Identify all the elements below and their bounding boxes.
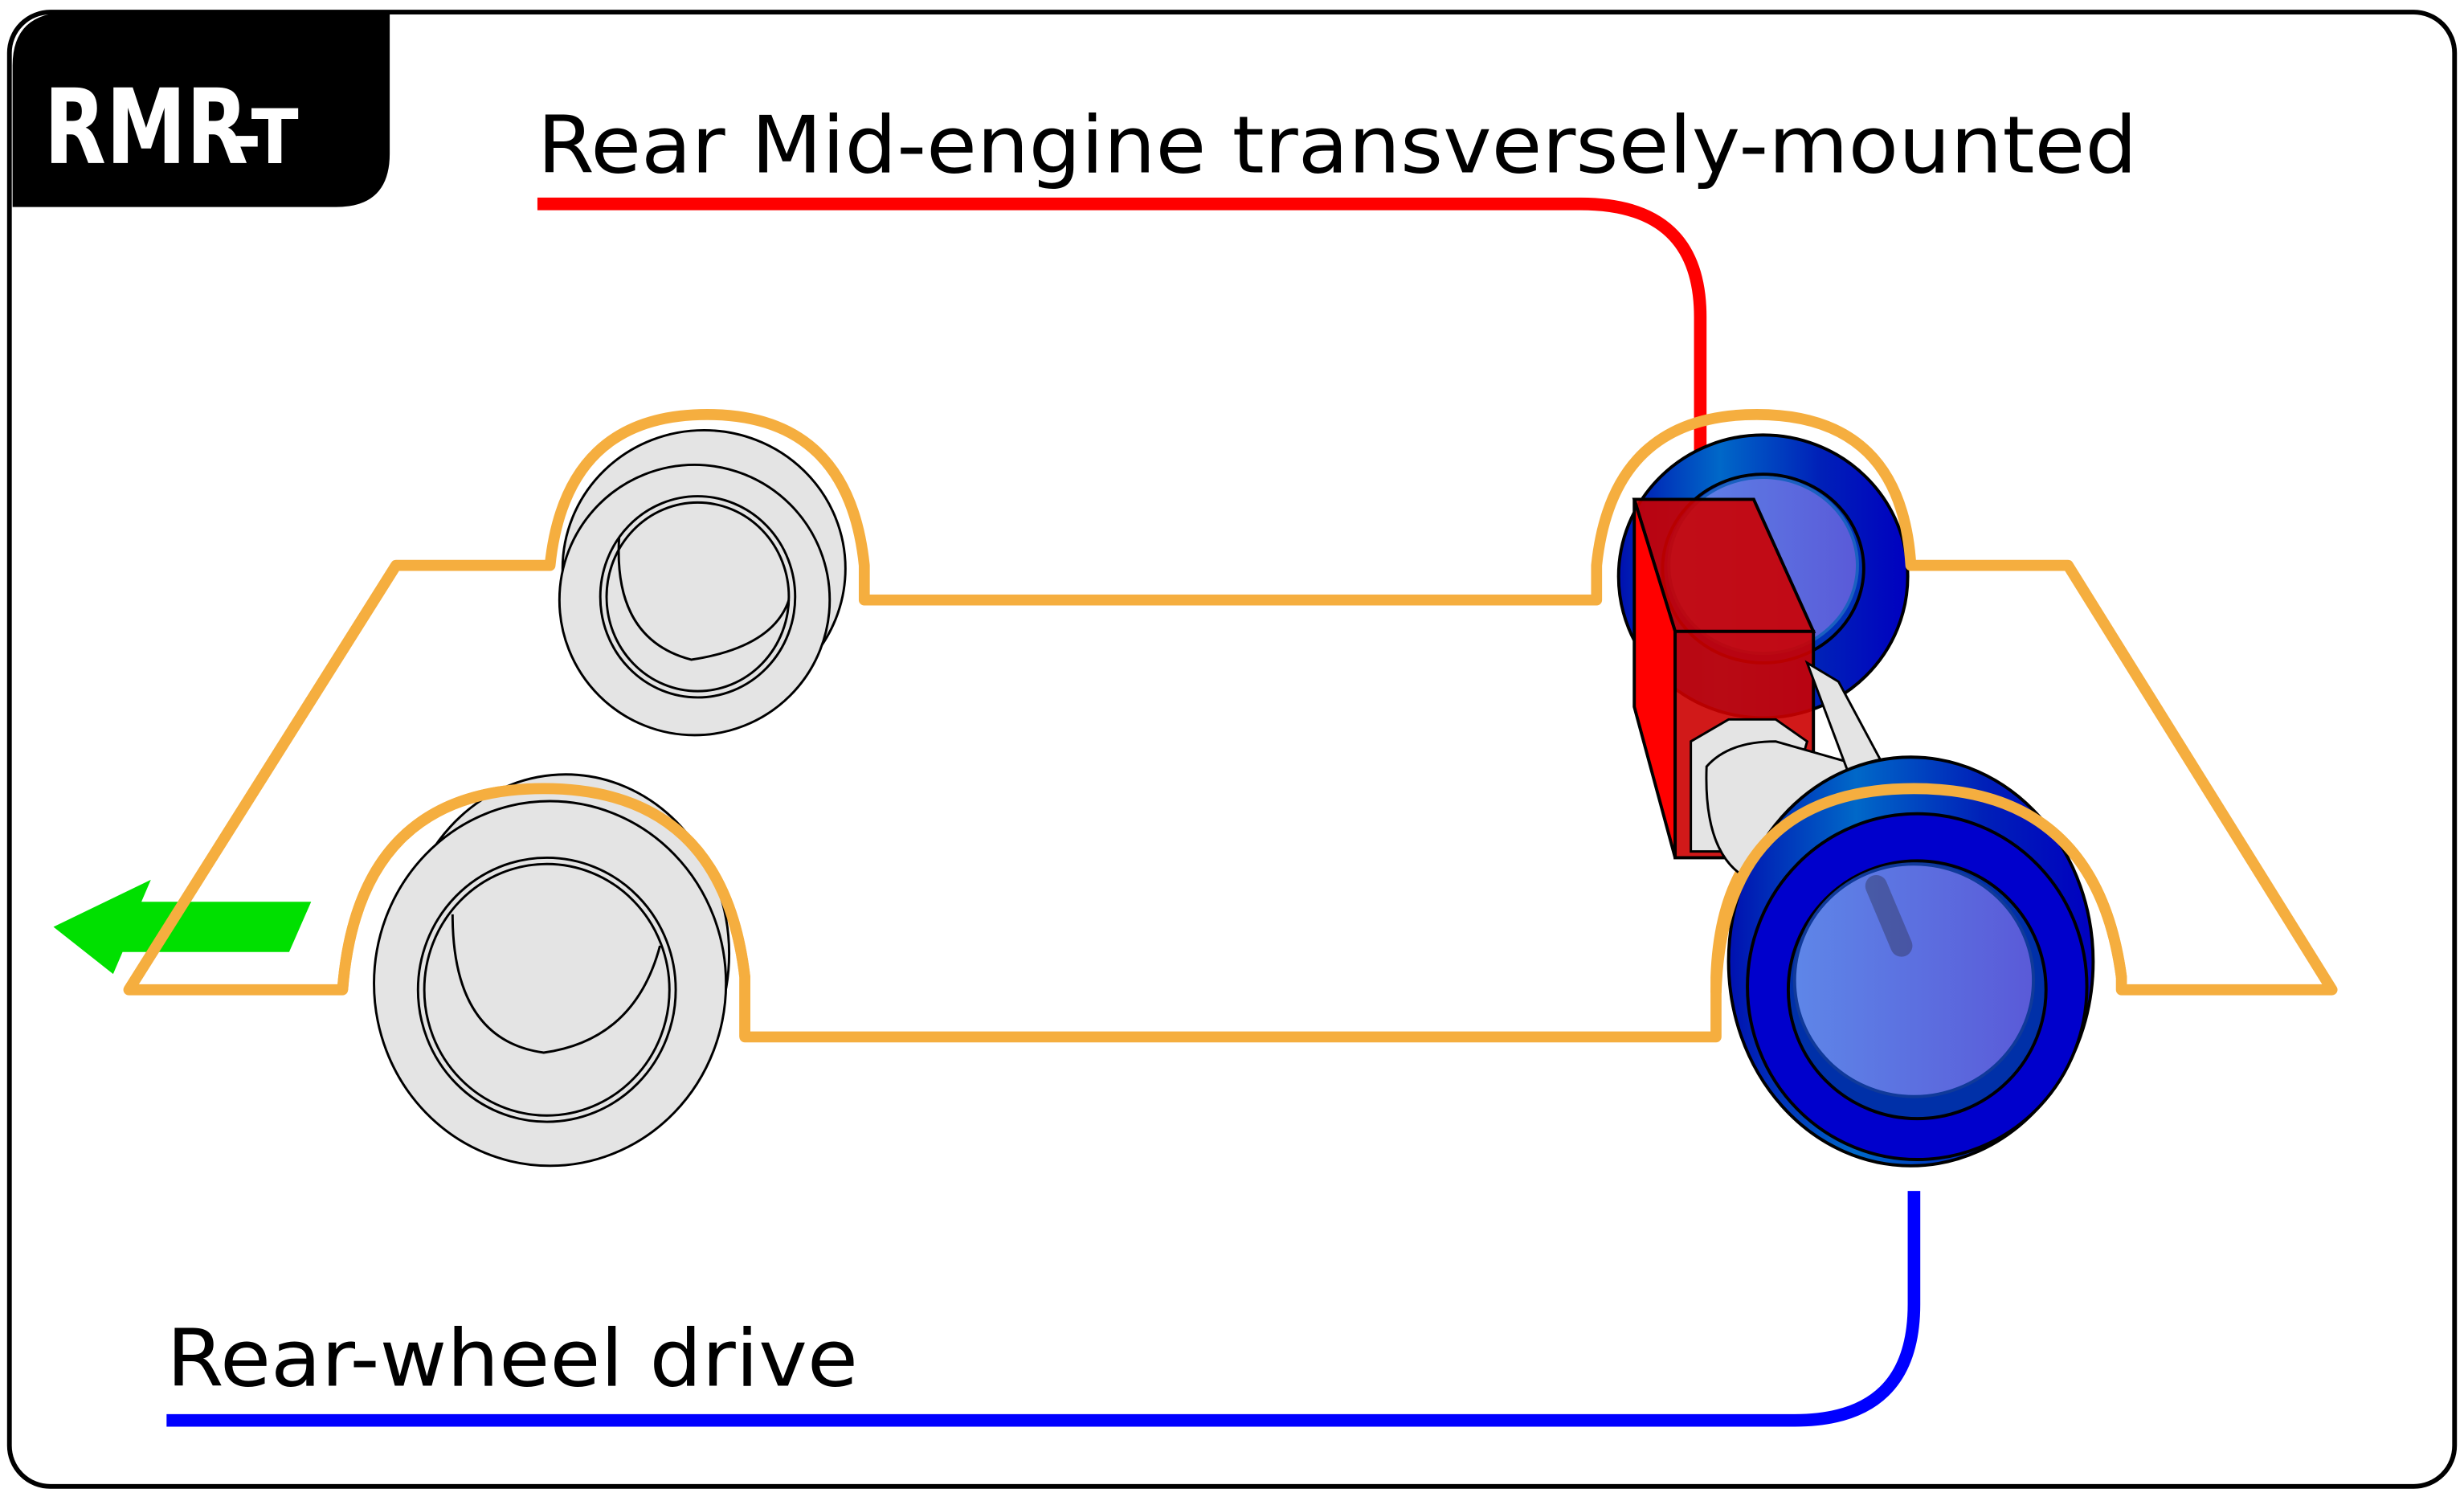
diagram-frame (6, 10, 2458, 1489)
rear-right-wheel (1726, 755, 2095, 1168)
layout-badge (12, 12, 390, 207)
front-wheel-arch (337, 783, 750, 1037)
rear-wheel-arch (1710, 783, 2127, 993)
badge-label: RMR (44, 67, 248, 188)
engine-leader-line (537, 197, 1707, 484)
front-left-wheel (558, 428, 847, 737)
engine-layout-label: Rear Mid-engine transversely-mounted (537, 100, 2137, 192)
badge-suffix: -T (232, 94, 298, 182)
body-front-edge (124, 562, 401, 993)
front-right-wheel (373, 773, 731, 1168)
arrow-left-icon (53, 879, 312, 975)
drivetrain-leader-line (166, 1191, 1921, 1427)
drivetrain-label: Rear-wheel drive (166, 1314, 858, 1405)
